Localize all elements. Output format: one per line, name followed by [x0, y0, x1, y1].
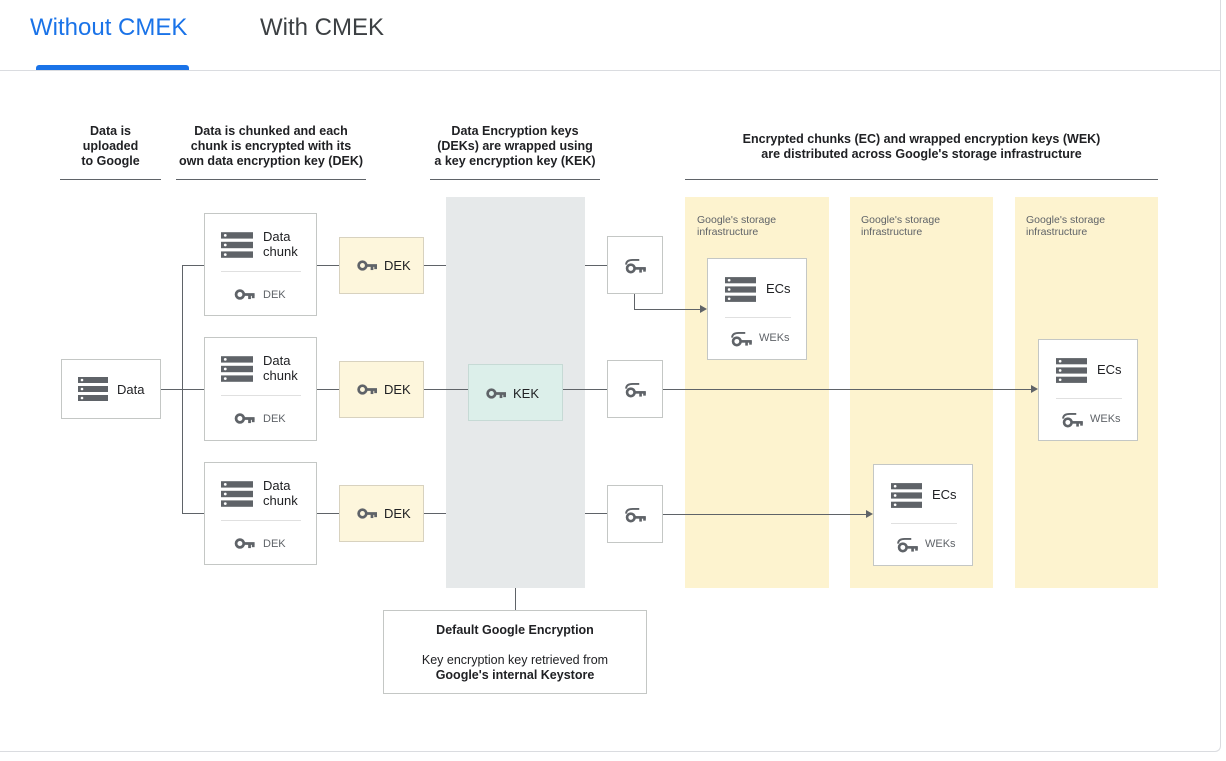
wek-label: WEKs	[759, 332, 790, 344]
server-icon	[221, 481, 253, 507]
connector-line	[585, 265, 607, 266]
default-encryption-info: Default Google Encryption Key encryption…	[383, 610, 647, 694]
server-icon	[725, 277, 756, 302]
connector-line	[423, 389, 468, 390]
header-underline	[60, 179, 161, 180]
server-icon	[221, 356, 253, 382]
wrapped-key-icon	[731, 332, 752, 347]
wrapped-key-box	[607, 485, 663, 543]
info-title: Default Google Encryption	[436, 623, 594, 637]
wrapped-key-icon	[1062, 413, 1083, 428]
ec-box: ECs WEKs	[707, 258, 807, 360]
arrow-line	[634, 309, 700, 310]
connector-line	[585, 513, 607, 514]
wrapped-key-box	[607, 360, 663, 418]
data-box: Data	[61, 359, 161, 419]
connector-line	[160, 389, 182, 390]
connector-line	[423, 265, 446, 266]
connector-line	[562, 389, 607, 390]
storage-column	[685, 197, 829, 588]
header-underline	[430, 179, 600, 180]
arrow-head	[1031, 385, 1038, 393]
wrapped-key-box	[607, 236, 663, 294]
wek-label: WEKs	[1090, 413, 1121, 425]
key-icon	[357, 508, 377, 519]
ec-box: ECs WEKs	[873, 464, 973, 566]
connector-line	[316, 513, 339, 514]
dek-box: DEK	[339, 485, 424, 542]
server-icon	[1056, 358, 1087, 383]
divider	[891, 523, 957, 524]
server-icon	[78, 377, 108, 401]
header-wrapped: Data Encryption keys(DEKs) are wrapped u…	[434, 124, 596, 168]
dek-sub-label: DEK	[263, 413, 286, 425]
arrow-line	[634, 293, 635, 309]
dek-label: DEK	[384, 258, 411, 273]
ec-box: ECs WEKs	[1038, 339, 1138, 441]
wrapped-key-icon	[625, 383, 646, 398]
ec-label: ECs	[766, 281, 791, 296]
wrapped-key-icon	[897, 538, 918, 553]
active-tab-indicator	[36, 65, 189, 70]
server-icon	[891, 483, 922, 508]
connector-line	[316, 265, 339, 266]
divider	[221, 271, 301, 272]
connector-line	[423, 513, 446, 514]
arrow-head	[866, 510, 873, 518]
key-icon	[234, 289, 255, 300]
divider	[1056, 398, 1122, 399]
wrapped-key-icon	[625, 259, 646, 274]
wek-label: WEKs	[925, 538, 956, 550]
ec-label: ECs	[932, 487, 957, 502]
connector-line	[316, 389, 339, 390]
tab-with-cmek[interactable]: With CMEK	[260, 14, 385, 41]
wrapped-key-icon	[625, 508, 646, 523]
tab-bar: Without CMEK With CMEK	[0, 0, 1221, 71]
arrow-line	[662, 514, 866, 515]
dek-label: DEK	[384, 506, 411, 521]
kek-label: KEK	[513, 386, 540, 401]
dek-sub-label: DEK	[263, 538, 286, 550]
divider	[725, 317, 791, 318]
kek-box: KEK	[468, 364, 563, 421]
key-icon	[357, 384, 377, 395]
connector-line	[182, 389, 204, 390]
connector-line	[182, 513, 204, 514]
data-label: Data	[117, 382, 145, 397]
arrow-line	[662, 389, 1031, 390]
tab-without-cmek[interactable]: Without CMEK	[30, 14, 188, 41]
arrow-head	[700, 305, 707, 313]
header-underline	[685, 179, 1158, 180]
info-text: Key encryption key retrieved from Google…	[421, 653, 609, 682]
connector-line	[182, 265, 204, 266]
key-icon	[486, 388, 506, 399]
header-distributed: Encrypted chunks (EC) and wrapped encryp…	[742, 132, 1101, 161]
divider	[221, 395, 301, 396]
dek-label: DEK	[384, 382, 411, 397]
key-icon	[234, 413, 255, 424]
key-icon	[357, 260, 377, 271]
connector-line	[515, 588, 516, 610]
server-icon	[221, 232, 253, 258]
ec-label: ECs	[1097, 362, 1122, 377]
divider	[221, 520, 301, 521]
dek-box: DEK	[339, 361, 424, 418]
dek-box: DEK	[339, 237, 424, 294]
dek-sub-label: DEK	[263, 289, 286, 301]
header-underline	[176, 179, 366, 180]
key-icon	[234, 538, 255, 549]
